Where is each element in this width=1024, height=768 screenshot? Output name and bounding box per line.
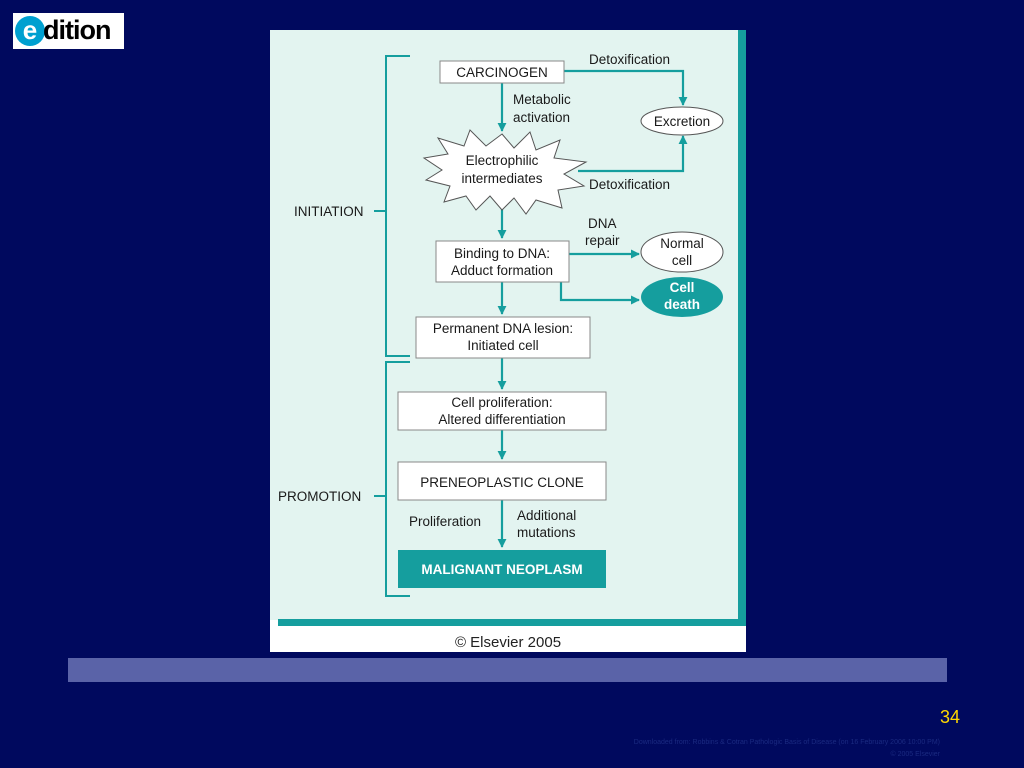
node-carcinogen-text: CARCINOGEN bbox=[456, 65, 548, 80]
arrow-detox-bottom bbox=[578, 135, 688, 173]
carcinogenesis-figure: INITIATION PROMOTION CARCINOGEN Electrop… bbox=[270, 30, 746, 652]
arrow-detox-top bbox=[564, 69, 688, 106]
node-proliferation-line2: Altered differentiation bbox=[438, 412, 565, 427]
source-note-line2: © 2005 Elsevier bbox=[890, 751, 940, 758]
node-binding-line2: Adduct formation bbox=[451, 263, 553, 278]
initiation-bracket bbox=[385, 55, 410, 357]
node-carcinogen bbox=[439, 60, 565, 84]
page-number: 34 bbox=[939, 707, 961, 727]
logo-word: dition bbox=[43, 15, 111, 45]
node-proliferation-line1: Cell proliferation: bbox=[451, 395, 552, 410]
node-excretion bbox=[640, 106, 724, 136]
node-cell-death-line2: death bbox=[664, 297, 700, 312]
node-normal-cell-line2: cell bbox=[672, 253, 692, 268]
label-proliferation: Proliferation bbox=[409, 514, 481, 529]
label-detox-bottom: Detoxification bbox=[589, 177, 670, 192]
arrow-cell-death bbox=[559, 282, 640, 305]
label-metabolic-line1: Metabolic bbox=[513, 92, 571, 107]
carcinogenesis-diagram: INITIATION PROMOTION CARCINOGEN Electrop… bbox=[278, 30, 746, 626]
node-binding-line1: Binding to DNA: bbox=[454, 246, 550, 261]
footer-band bbox=[68, 658, 947, 682]
node-cell-death-line1: Cell bbox=[670, 280, 695, 295]
label-dna-repair-line2: repair bbox=[585, 233, 620, 248]
edition-logo: e dition bbox=[13, 13, 124, 49]
node-cell-death bbox=[641, 277, 723, 317]
node-preneoplastic bbox=[397, 461, 607, 501]
label-additional-line1: Additional bbox=[517, 508, 576, 523]
node-lesion bbox=[415, 316, 591, 359]
node-electrophilic-burst bbox=[422, 129, 588, 215]
node-preneoplastic-text: PRENEOPLASTIC CLONE bbox=[420, 475, 584, 490]
node-malignant-text: MALIGNANT NEOPLASM bbox=[421, 562, 582, 577]
node-normal-cell-line1: Normal bbox=[660, 236, 704, 251]
node-electrophilic-line1: Electrophilic bbox=[466, 153, 539, 168]
source-note-line1: Downloaded from: Robbins & Cotran Pathol… bbox=[633, 739, 940, 746]
node-lesion-line2: Initiated cell bbox=[467, 338, 538, 353]
node-electrophilic-line2: intermediates bbox=[461, 171, 542, 186]
label-dna-repair-line1: DNA bbox=[588, 216, 617, 231]
node-proliferation bbox=[397, 391, 607, 431]
node-binding bbox=[435, 240, 570, 283]
initiation-label: INITIATION bbox=[294, 204, 364, 219]
promotion-bracket bbox=[385, 361, 410, 597]
figure-credit: © Elsevier 2005 bbox=[454, 634, 562, 651]
node-lesion-line1: Permanent DNA lesion: bbox=[433, 321, 573, 336]
node-normal-cell bbox=[640, 231, 724, 273]
label-additional-line2: mutations bbox=[517, 525, 576, 540]
frame-bottom-bar bbox=[278, 619, 746, 626]
logo-mark: e bbox=[15, 16, 45, 46]
node-excretion-text: Excretion bbox=[654, 114, 710, 129]
promotion-label: PROMOTION bbox=[278, 489, 361, 504]
node-malignant bbox=[398, 550, 606, 588]
label-detox-top: Detoxification bbox=[589, 52, 670, 67]
frame-right-bar bbox=[738, 30, 746, 626]
label-metabolic-line2: activation bbox=[513, 110, 570, 125]
